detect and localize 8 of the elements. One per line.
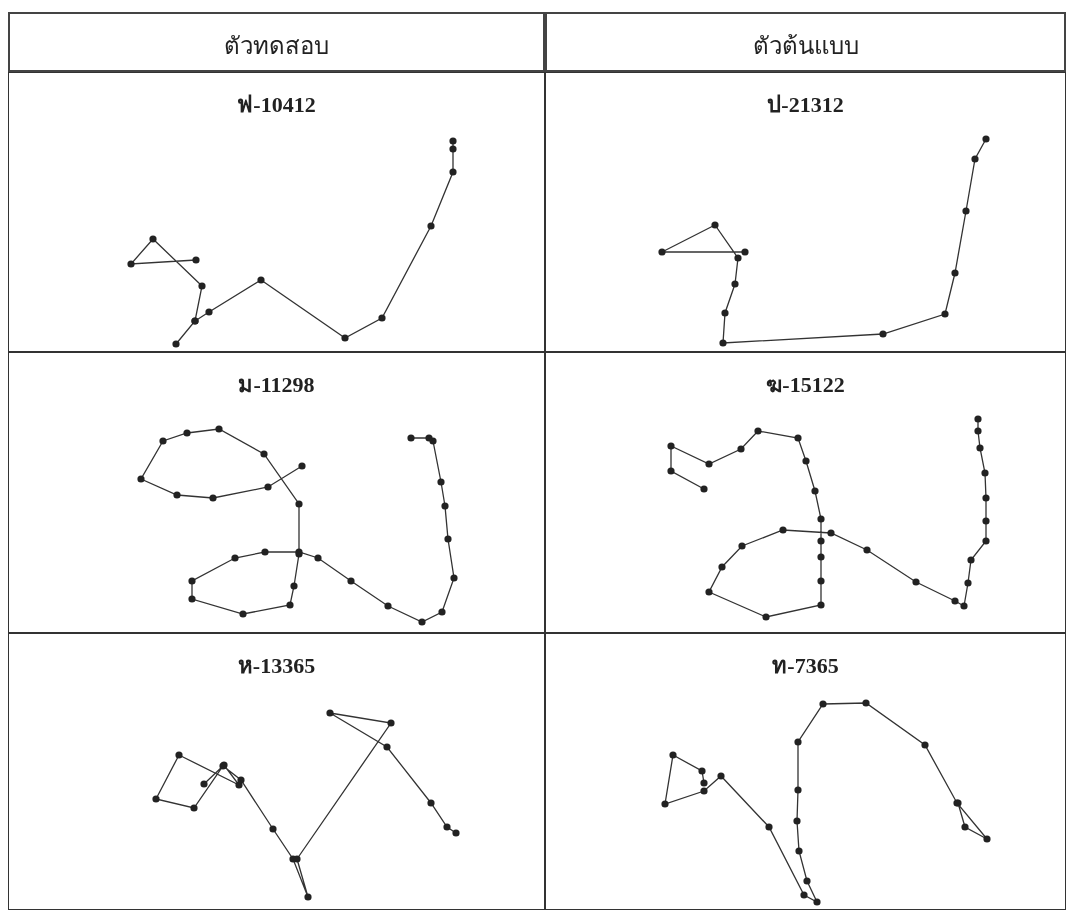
sample-code: ฆ-15122	[765, 371, 846, 399]
sample-code: ท-7365	[771, 652, 840, 680]
column-header: ตัวทดสอบ	[223, 32, 330, 61]
sample-code: ป-21312	[766, 91, 845, 119]
sample-code: ฟ-10412	[236, 91, 317, 119]
sample-code: ม-11298	[237, 371, 316, 399]
column-header: ตัวต้นแบบ	[751, 32, 860, 61]
sample-code: ห-13365	[236, 652, 317, 680]
